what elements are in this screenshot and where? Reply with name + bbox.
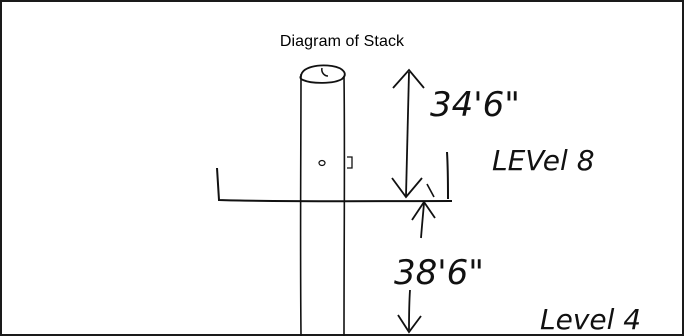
lower-arrow-up-shaft	[420, 202, 425, 239]
stack-port-bracket	[347, 156, 353, 169]
stack-top-mark	[321, 67, 329, 77]
diagram-title: Diagram of Stack	[0, 33, 684, 51]
lower-arrow-down-head	[397, 314, 422, 334]
lower-dimension-label: 38'6"	[394, 253, 484, 293]
lower-arrow-up-head	[411, 200, 436, 221]
level-8-floor-line	[216, 167, 453, 203]
level-8-floor-right-edge	[446, 151, 449, 200]
floor-tick-mark	[426, 183, 435, 198]
lower-arrow-down-shaft	[408, 289, 411, 331]
level-4-label: Level 4	[540, 303, 641, 336]
stack-port-circle	[318, 159, 326, 167]
upper-dimension-arrow	[405, 71, 410, 197]
upper-arrow-head-bottom	[391, 177, 423, 199]
diagram-title-text: Diagram of Stack	[279, 33, 405, 50]
upper-dimension-label: 34'6"	[430, 85, 520, 125]
stack-top-opening	[299, 64, 346, 84]
upper-arrow-head-top	[392, 68, 425, 89]
level-8-label: LEVel 8	[492, 144, 595, 177]
